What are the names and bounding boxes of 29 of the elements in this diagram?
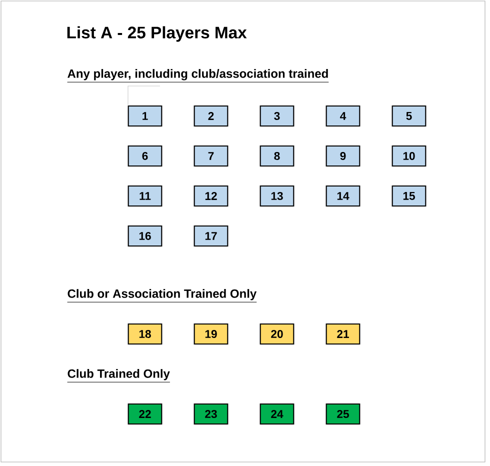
number-box: 23 [194, 403, 228, 425]
section-heading: Any player, including club/association trained [67, 69, 329, 82]
number-box: 9 [326, 145, 360, 167]
section-heading: Club Trained Only [67, 369, 170, 382]
number-box: 7 [194, 145, 228, 167]
number-box: 6 [128, 145, 162, 167]
number-box: 24 [260, 403, 294, 425]
number-box: 19 [194, 323, 228, 345]
number-box: 20 [260, 323, 294, 345]
number-box: 4 [326, 105, 360, 127]
section-heading: Club or Association Trained Only [67, 289, 257, 302]
number-box: 14 [326, 185, 360, 207]
number-box: 1 [128, 105, 162, 127]
number-box: 10 [392, 145, 426, 167]
number-box: 8 [260, 145, 294, 167]
number-box: 2 [194, 105, 228, 127]
number-box: 18 [128, 323, 162, 345]
number-box: 13 [260, 185, 294, 207]
number-box: 22 [128, 403, 162, 425]
title: List A - 25 Players Max [67, 26, 247, 42]
number-box: 5 [392, 105, 426, 127]
number-box: 21 [326, 323, 360, 345]
number-box: 16 [128, 225, 162, 247]
number-box: 3 [260, 105, 294, 127]
number-box: 15 [392, 185, 426, 207]
number-box: 17 [194, 225, 228, 247]
number-box: 11 [128, 185, 162, 207]
number-box: 12 [194, 185, 228, 207]
number-box: 25 [326, 403, 360, 425]
